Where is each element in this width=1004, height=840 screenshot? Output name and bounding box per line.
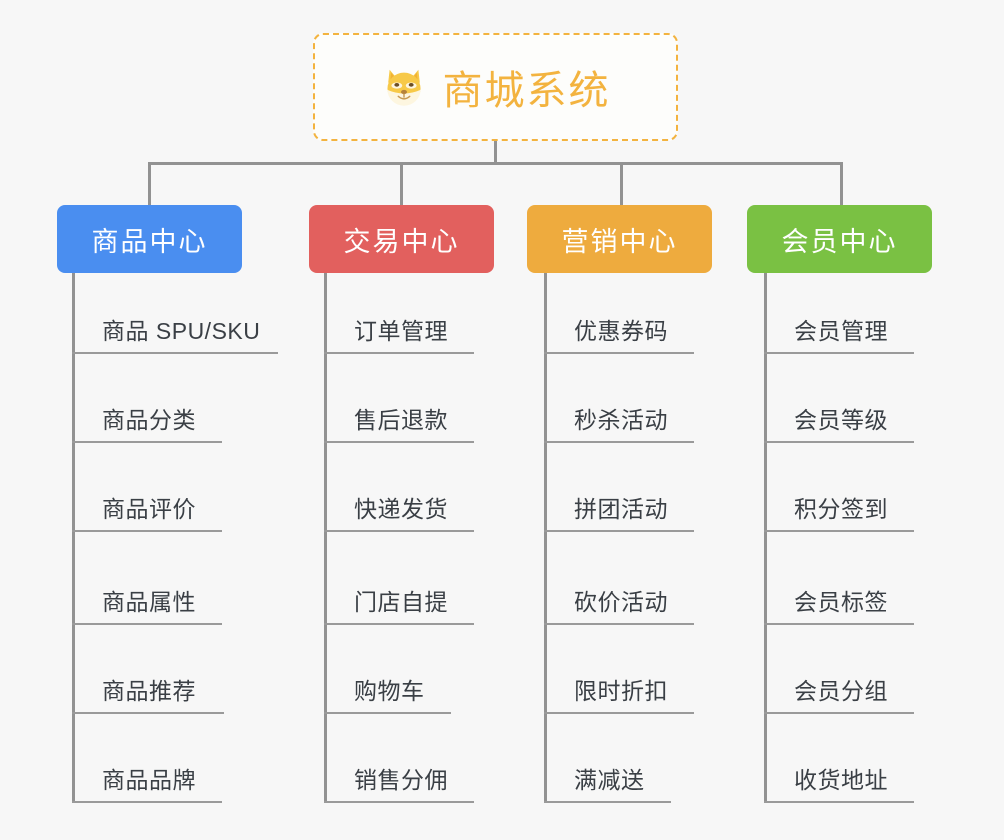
leaf-label: 会员分组 xyxy=(794,678,888,704)
connector-drop-3 xyxy=(620,162,623,205)
branch-spine xyxy=(72,273,75,801)
leaf-label: 砍价活动 xyxy=(574,589,668,615)
leaf-underline xyxy=(324,352,474,354)
connector-bus xyxy=(148,162,843,165)
leaf-label: 限时折扣 xyxy=(574,678,668,704)
category-label: 会员中心 xyxy=(781,226,898,257)
leaf-label: 购物车 xyxy=(354,678,425,704)
leaf-label: 会员管理 xyxy=(794,318,888,344)
leaf-label: 商品推荐 xyxy=(102,678,196,704)
leaf-label: 售后退款 xyxy=(354,407,448,433)
leaf-underline xyxy=(764,352,914,354)
leaf-underline xyxy=(72,801,222,803)
leaf-underline xyxy=(324,623,474,625)
leaf-underline xyxy=(544,801,671,803)
category-box-3[interactable]: 营销中心 xyxy=(527,205,712,273)
leaf-underline xyxy=(544,530,694,532)
leaf-underline xyxy=(72,530,222,532)
leaf-label: 收货地址 xyxy=(794,767,888,793)
branch-spine xyxy=(764,273,767,801)
connector-drop-2 xyxy=(400,162,403,205)
leaf-label: 销售分佣 xyxy=(354,767,448,793)
leaf-label: 商品评价 xyxy=(102,496,196,522)
leaf-label: 商品品牌 xyxy=(102,767,196,793)
leaf-label: 积分签到 xyxy=(794,496,888,522)
leaf-underline xyxy=(324,712,451,714)
leaf-label: 商品 SPU/SKU xyxy=(102,318,261,344)
category-box-1[interactable]: 商品中心 xyxy=(57,205,242,273)
category-label: 交易中心 xyxy=(343,226,460,257)
leaf-underline xyxy=(324,530,474,532)
branch-spine xyxy=(324,273,327,801)
leaf-label: 商品分类 xyxy=(102,407,196,433)
leaf-underline xyxy=(764,712,914,714)
leaf-underline xyxy=(544,712,694,714)
leaf-label: 秒杀活动 xyxy=(574,407,668,433)
leaf-label: 快递发货 xyxy=(354,496,448,522)
leaf-underline xyxy=(544,352,694,354)
leaf-label: 订单管理 xyxy=(354,318,448,344)
connector-drop-1 xyxy=(148,162,151,205)
root-node[interactable]: 商城系统 xyxy=(313,33,678,141)
leaf-label: 拼团活动 xyxy=(574,496,668,522)
category-label: 营销中心 xyxy=(561,226,678,257)
leaf-underline xyxy=(324,441,474,443)
leaf-label: 会员标签 xyxy=(794,589,888,615)
leaf-underline xyxy=(72,441,222,443)
leaf-label: 优惠券码 xyxy=(574,318,668,344)
root-title: 商城系统 xyxy=(442,69,611,113)
leaf-underline xyxy=(72,623,222,625)
dog-face-icon xyxy=(381,64,427,110)
leaf-underline xyxy=(764,801,914,803)
leaf-underline xyxy=(72,712,224,714)
leaf-label: 会员等级 xyxy=(794,407,888,433)
branch-spine xyxy=(544,273,547,801)
leaf-underline xyxy=(764,441,914,443)
leaf-underline xyxy=(72,352,278,354)
leaf-underline xyxy=(544,441,694,443)
leaf-underline xyxy=(324,801,474,803)
leaf-label: 满减送 xyxy=(574,767,645,793)
leaf-underline xyxy=(544,623,694,625)
category-label: 商品中心 xyxy=(91,226,208,257)
leaf-underline xyxy=(764,623,914,625)
leaf-label: 商品属性 xyxy=(102,589,196,615)
category-box-4[interactable]: 会员中心 xyxy=(747,205,932,273)
connector-drop-4 xyxy=(840,162,843,205)
connector-root-stem xyxy=(494,141,497,165)
category-box-2[interactable]: 交易中心 xyxy=(309,205,494,273)
leaf-underline xyxy=(764,530,914,532)
leaf-label: 门店自提 xyxy=(354,589,448,615)
